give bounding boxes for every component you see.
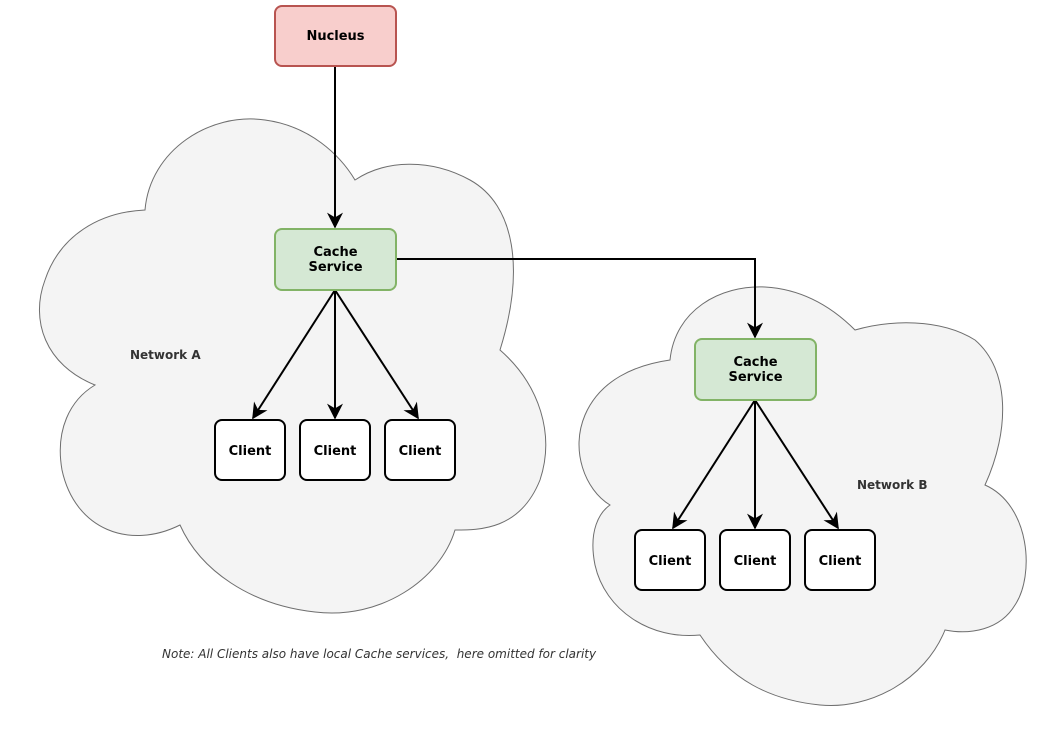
network-b-client-3[interactable]: Client [804,529,876,591]
nucleus-node[interactable]: Nucleus [274,5,397,67]
edge-cache-a-to-client-1 [252,289,336,420]
network-a-client-1[interactable]: Client [214,419,286,481]
cache-service-b-node[interactable]: Cache Service [694,338,817,401]
client-box [634,529,706,591]
network-b-label: Network B [857,478,927,492]
network-a-client-2[interactable]: Client [299,419,371,481]
client-box [719,529,791,591]
edge-cache-a-to-cache-b [396,258,763,339]
client-box [214,419,286,481]
edge-cache-a-to-client-3 [334,289,419,420]
nucleus-box [274,5,397,67]
client-label: Client [229,444,272,459]
nucleus-label: Nucleus [306,29,364,44]
client-label: Client [399,444,442,459]
client-label: Client [734,554,777,569]
clarity-note: Note: All Clients also have local Cache … [162,647,597,661]
cache-service-b-label-line1: Cache [733,355,777,370]
network-b-client-1[interactable]: Client [634,529,706,591]
cache-service-a-label-line1: Cache [313,245,357,260]
client-label: Client [819,554,862,569]
client-box [804,529,876,591]
cache-service-a-box [274,228,397,291]
cache-service-b-box [694,338,817,401]
client-label: Client [314,444,357,459]
network-b-cloud [578,286,1027,707]
network-b-client-2[interactable]: Client [719,529,791,591]
cache-service-a-label-line2: Service [308,260,362,275]
client-box [384,419,456,481]
client-box [299,419,371,481]
client-label: Client [649,554,692,569]
edge-cache-b-to-client-3 [754,399,839,530]
network-a-label: Network A [130,348,201,362]
network-a-cloud [38,118,547,614]
edge-cache-b-to-client-1 [672,399,756,530]
cache-service-a-node[interactable]: Cache Service [274,228,397,291]
network-a-client-3[interactable]: Client [384,419,456,481]
cache-service-b-label-line2: Service [728,370,782,385]
